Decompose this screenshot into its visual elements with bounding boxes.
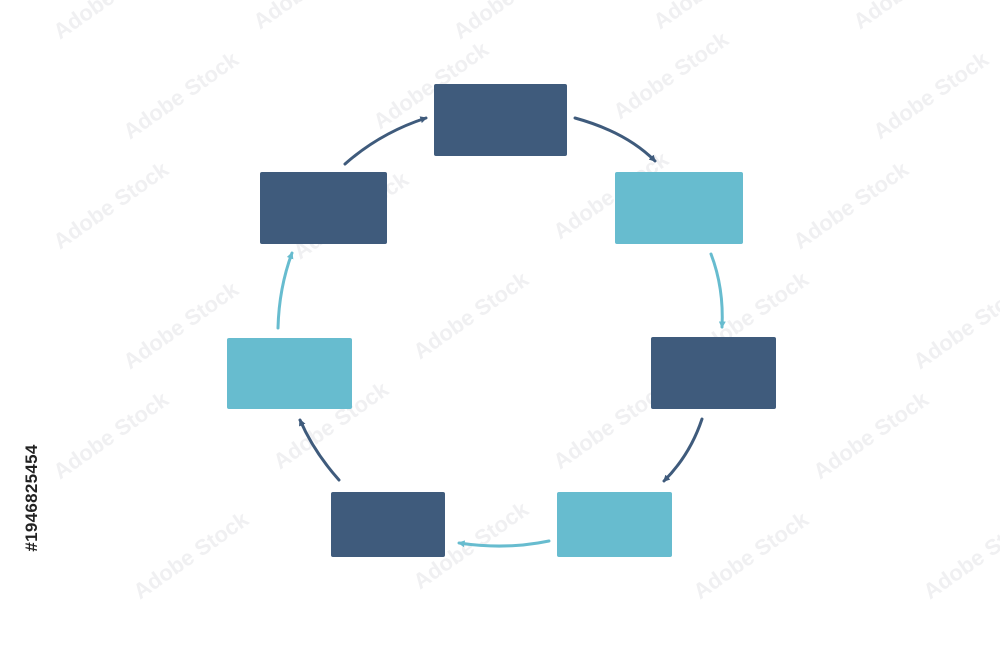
node-upper-right <box>615 172 743 244</box>
watermark-text: Adobe Stock <box>919 506 1000 604</box>
node-upper-left <box>260 172 387 244</box>
watermark-text: Adobe Stock <box>129 506 254 604</box>
arrow-upper-right-to-lower-right <box>709 252 726 329</box>
node-box-bottom-right <box>557 492 672 557</box>
node-box-lower-right <box>651 337 776 409</box>
node-box-upper-left <box>260 172 387 244</box>
cycle-arrows <box>276 116 726 548</box>
watermark-text: Adobe Stock <box>449 0 574 44</box>
watermark-text: Adobe Stock <box>49 386 174 484</box>
watermark-text: Adobe Stock <box>909 276 1000 374</box>
watermark-text: Adobe Stock <box>849 0 974 34</box>
stock-image-id: #1946825454 <box>22 418 42 578</box>
node-box-bottom-left <box>331 492 445 557</box>
watermark-text: Adobe Stock <box>49 0 174 44</box>
arrow-bottom-right-to-bottom-left <box>457 539 551 548</box>
node-box-top <box>434 84 567 156</box>
watermark-text: Adobe Stock <box>689 506 814 604</box>
watermark-text: Adobe Stock <box>649 0 774 34</box>
node-top <box>434 84 567 156</box>
node-box-upper-right <box>615 172 743 244</box>
watermark-text: Adobe Stock <box>119 46 244 144</box>
cycle-nodes <box>227 84 776 557</box>
node-bottom-right <box>557 492 672 557</box>
watermark-text: Adobe Stock <box>249 0 374 34</box>
watermark-text: Adobe Stock <box>869 46 994 144</box>
node-box-lower-left <box>227 338 352 409</box>
stock-image-id-text: #1946825454 <box>22 444 41 552</box>
node-bottom-left <box>331 492 445 557</box>
watermark-text: Adobe Stock <box>409 266 534 364</box>
watermark-text: Adobe Stock <box>809 386 934 484</box>
node-lower-left <box>227 338 352 409</box>
arrow-bottom-left-to-lower-left <box>298 418 341 482</box>
arrow-upper-left-to-top <box>343 116 428 166</box>
watermark-text: Adobe Stock <box>789 156 914 254</box>
arrow-top-to-upper-right <box>573 116 657 163</box>
watermark-text: Adobe Stock <box>119 276 244 374</box>
node-lower-right <box>651 337 776 409</box>
arrow-lower-left-to-upper-left <box>276 251 294 330</box>
watermark-text: Adobe Stock <box>49 156 174 254</box>
arrow-lower-right-to-bottom-right <box>662 417 704 483</box>
watermark-text: Adobe Stock <box>609 26 734 124</box>
